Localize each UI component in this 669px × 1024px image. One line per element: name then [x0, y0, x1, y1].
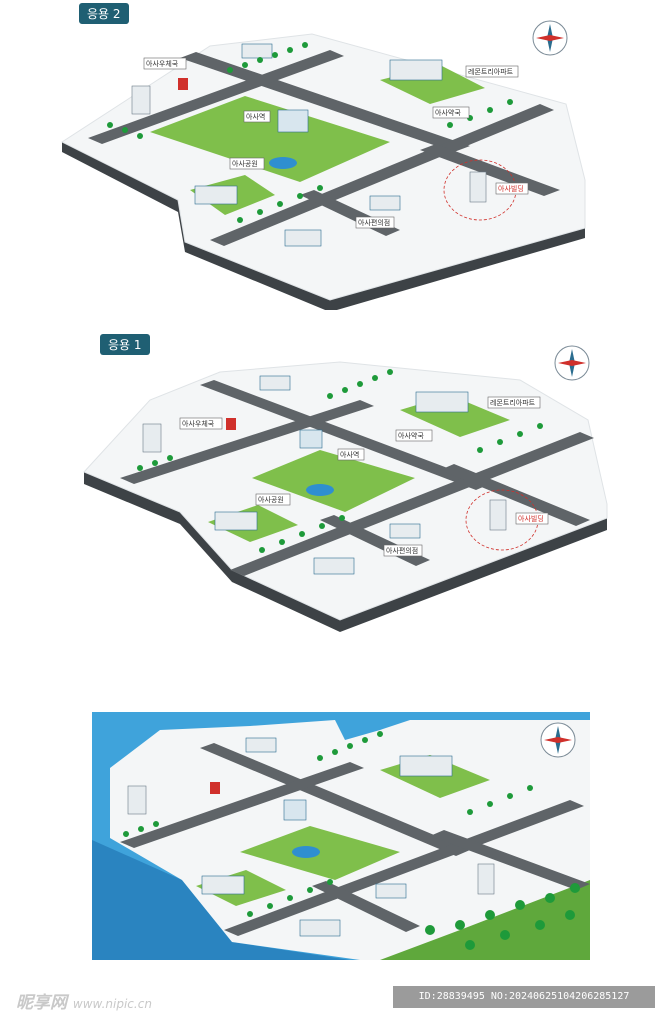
- label-convenience-1: 아사편의점: [386, 546, 418, 555]
- city-map-panel-3: [92, 712, 590, 960]
- panel-tag-1: 응용 1: [100, 334, 150, 355]
- label-station-1: 아사역: [340, 450, 359, 459]
- label-post-office-2: 아사우체국: [146, 59, 179, 68]
- city-map-panel-2: 아사우체국 레몬트리아파트 아사역 아사약국 아사공원 아사빌딩 아사편의점: [60, 20, 586, 310]
- label-apartment-1: 레몬트리아파트: [490, 398, 536, 407]
- label-convenience-2: 아사편의점: [358, 218, 390, 227]
- watermark: 昵享网 www.nipic.cn: [16, 988, 152, 1013]
- watermark-url: www.nipic.cn: [72, 997, 152, 1011]
- label-post-office-1: 아사우체국: [182, 419, 215, 428]
- image-id-bar: ID:28839495 NO:20240625104206285127: [393, 986, 655, 1008]
- label-pharmacy-1: 아사약국: [398, 431, 424, 440]
- label-building-2: 아사빌딩: [498, 184, 524, 193]
- label-park-2: 아사공원: [232, 159, 258, 168]
- label-apartment-2: 레몬트리아파트: [468, 67, 514, 76]
- label-pharmacy-2: 아사약국: [435, 108, 461, 117]
- label-park-1: 아사공원: [258, 495, 284, 504]
- watermark-brand: 昵享网: [16, 993, 67, 1013]
- label-station-2: 아사역: [246, 112, 265, 121]
- label-building-1: 아사빌딩: [518, 514, 544, 523]
- city-map-panel-1: 아사우체국 레몬트리아파트 아사역 아사약국 아사공원 아사빌딩 아사편의점: [83, 345, 608, 632]
- panel-tag-2: 응용 2: [79, 3, 129, 24]
